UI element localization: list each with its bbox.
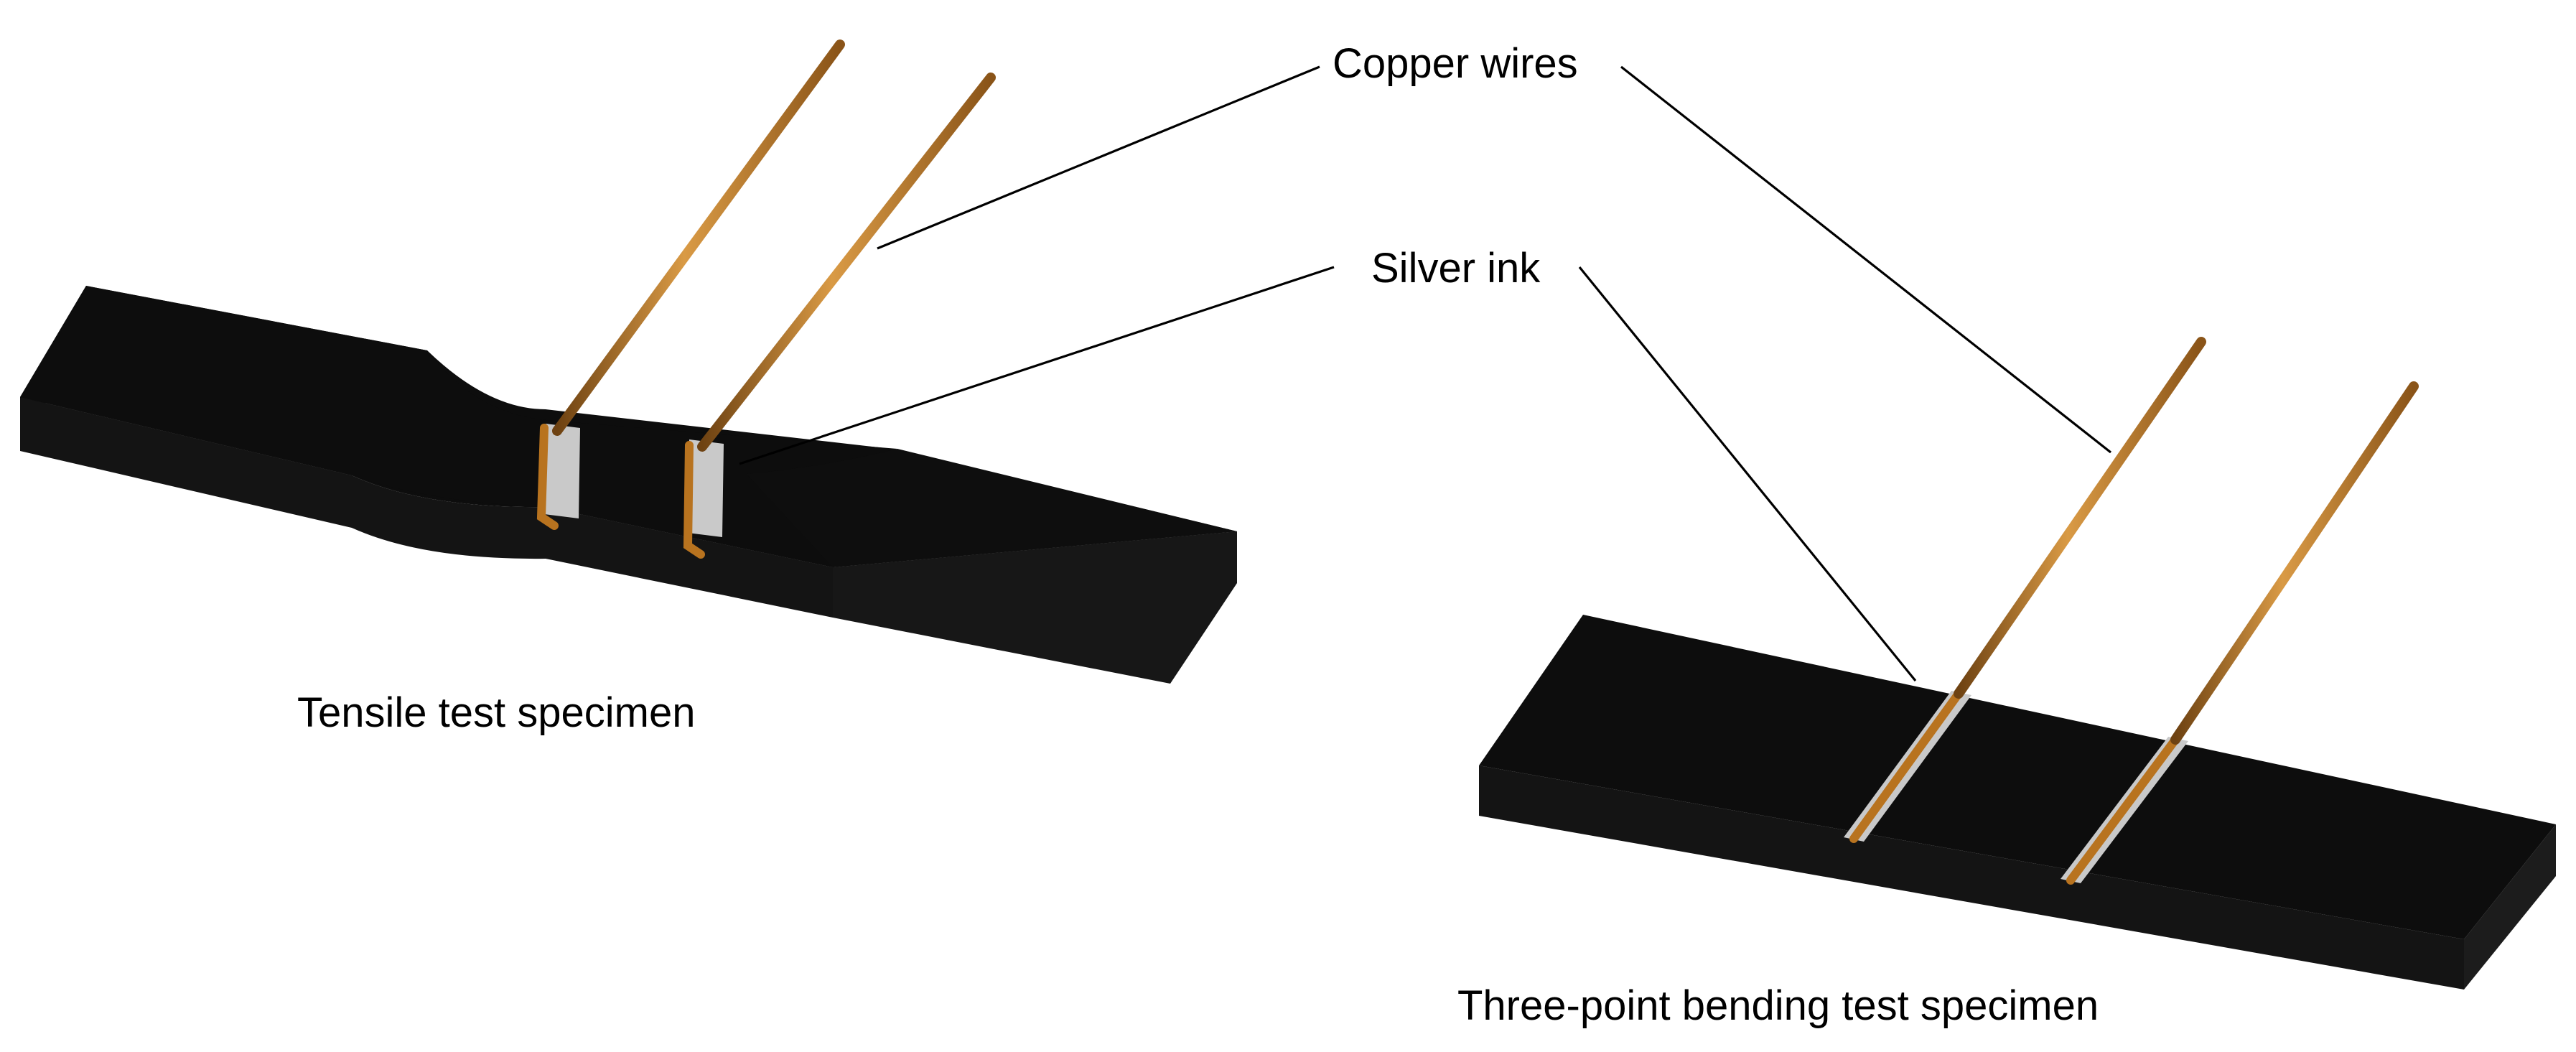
copper-wire-lying	[2066, 735, 2180, 885]
leader-line-silver-left	[739, 266, 1335, 465]
tensile-copper-wires	[536, 39, 996, 559]
leader-lines	[739, 65, 2111, 682]
tensile-specimen-top-face-overlay	[20, 286, 897, 567]
tensile-silver-ink-band	[688, 439, 724, 537]
tensile-silver-ink-band	[544, 424, 580, 518]
leader-line-silver-right	[1578, 266, 1917, 682]
tensile-specimen-grip-right-top	[747, 449, 1237, 567]
tensile-specimen-front-face	[20, 397, 833, 618]
leader-line-copper-right	[1620, 65, 2111, 454]
copper-wire-wrap	[536, 424, 559, 530]
bending-specimen	[1479, 615, 2556, 990]
leader-line-copper-left	[877, 65, 1320, 250]
copper-wire	[552, 39, 845, 436]
tensile-silver-ink-bands	[544, 424, 724, 537]
tensile-specimen	[20, 286, 1237, 684]
copper-wire	[2170, 381, 2419, 745]
bending-specimen-top-face	[1479, 615, 2556, 939]
copper-wire-lying	[1849, 689, 1963, 843]
copper-wire-wrap	[683, 441, 705, 559]
copper-wire	[697, 73, 996, 452]
tensile-specimen-right-face	[833, 531, 1237, 684]
bending-copper-wires	[1849, 337, 2419, 885]
bending-specimen-right-face	[2464, 824, 2556, 990]
label-bending-specimen: Three-point bending test specimen	[1457, 982, 2099, 1029]
label-tensile-specimen: Tensile test specimen	[297, 689, 695, 736]
bending-specimen-front-face	[1479, 765, 2464, 990]
label-copper-wires: Copper wires	[1333, 40, 1578, 87]
copper-wire	[1954, 337, 2206, 699]
label-silver-ink: Silver ink	[1371, 245, 1541, 292]
